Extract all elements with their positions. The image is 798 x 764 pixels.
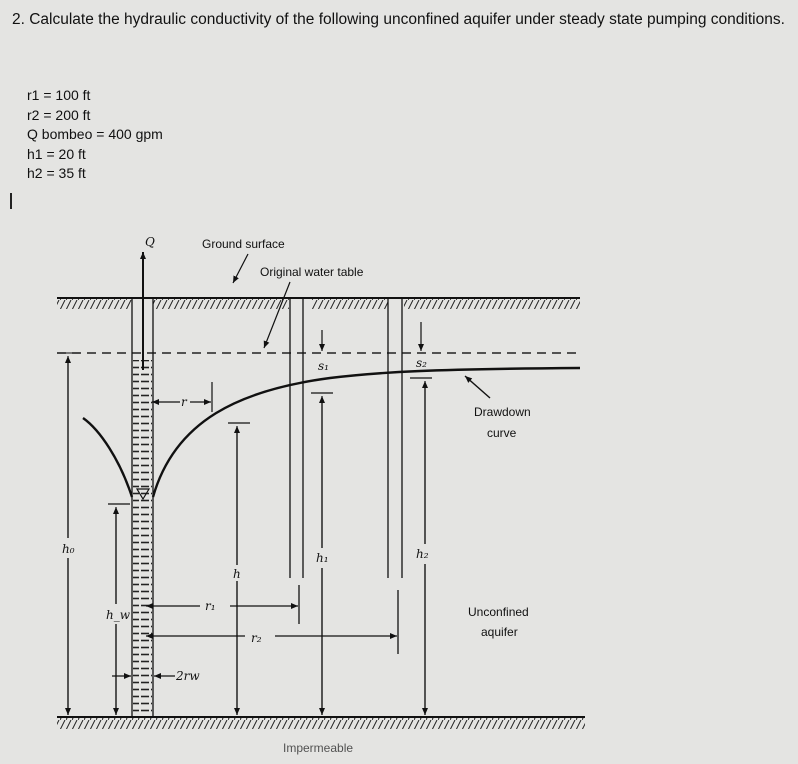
given-values: r1 = 100 ft r2 = 200 ft Q bombeo = 400 g… — [27, 86, 163, 184]
r1-dimension: r₁ — [146, 599, 298, 613]
h2-label: h₂ — [416, 547, 429, 561]
h1-label: h₁ — [316, 551, 329, 565]
question-text: 2. Calculate the hydraulic conductivity … — [12, 11, 785, 28]
pumping-well — [131, 252, 154, 717]
r-label: r — [181, 395, 188, 409]
given-h2: h2 = 35 ft — [27, 165, 86, 181]
drawdown-curve — [151, 366, 581, 498]
s2-dimension: s₂ — [416, 322, 427, 370]
drawdown-curve-left — [82, 417, 134, 498]
hw-label: h_w — [106, 608, 131, 622]
h-label: h — [233, 567, 241, 581]
hw-dimension: h_w — [106, 503, 131, 715]
2rw-dimension: 2rw — [112, 669, 200, 683]
drawdown-curve-label-2: curve — [487, 426, 517, 440]
ground-surface-label: Ground surface — [202, 237, 285, 251]
impermeable-base — [57, 716, 585, 729]
h-dimension: h — [228, 422, 250, 715]
s2-label: s₂ — [416, 356, 427, 370]
given-r2: r2 = 200 ft — [27, 106, 91, 123]
s1-label: s₁ — [318, 359, 329, 373]
original-water-table-label: Original water table — [260, 265, 364, 279]
given-q: Q bombeo = 400 gpm — [27, 126, 163, 142]
unconfined-aquifer-label-2: aquifer — [481, 625, 518, 639]
observation-well-1 — [289, 298, 304, 624]
r2-label: r₂ — [251, 631, 262, 645]
h2-dimension: h₂ — [410, 377, 434, 715]
h0-dimension: h₀ — [57, 352, 80, 715]
s1-dimension: s₁ — [318, 330, 329, 373]
ground-surface — [57, 297, 580, 309]
r2-dimension: r₂ — [146, 631, 397, 645]
h0-label: h₀ — [62, 542, 75, 556]
q-label: Q — [145, 235, 155, 249]
given-h1: h1 = 20 ft — [27, 145, 86, 162]
unconfined-aquifer-label-1: Unconfined — [468, 605, 529, 619]
given-r1: r1 = 100 ft — [27, 87, 91, 103]
impermeable-label: Impermeable — [283, 741, 353, 755]
h1-dimension: h₁ — [311, 392, 333, 715]
observation-well-2 — [387, 298, 403, 654]
r-dimension: r — [152, 382, 213, 412]
drawdown-curve-label-1: Drawdown — [474, 405, 531, 419]
r1-label: r₁ — [205, 599, 216, 613]
2rw-label: 2rw — [175, 669, 200, 683]
text-cursor — [10, 193, 12, 209]
